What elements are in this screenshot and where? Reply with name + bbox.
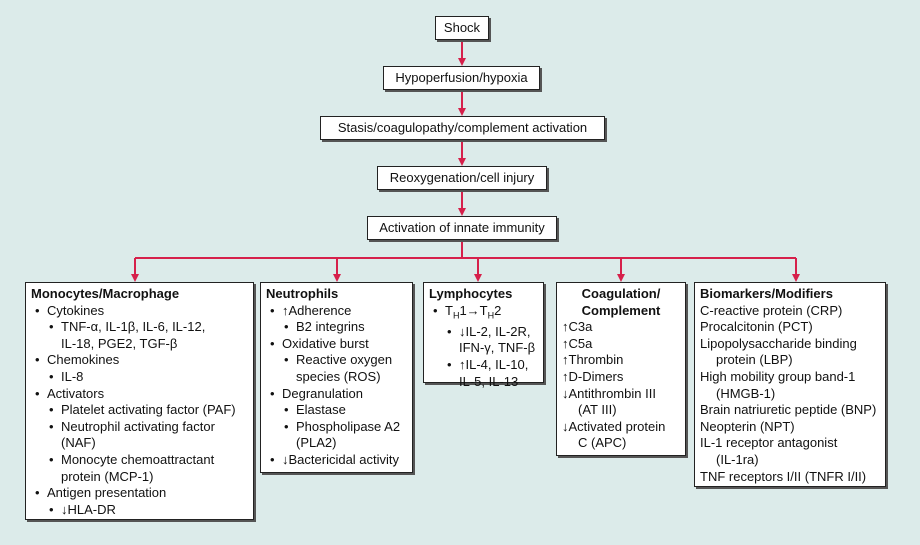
antigen-item: Antigen presentation <box>31 485 248 502</box>
mcp-item-2: protein (MCP-1) <box>61 468 154 484</box>
apc-item-1: ↓Activated protein <box>562 418 666 434</box>
hypoperfusion-box: Hypoperfusion/hypoxia <box>383 66 540 90</box>
oxidative-item: Oxidative burst <box>266 336 407 353</box>
cytokine-list-1: TNF-α, IL-1β, IL-6, IL-12, <box>31 319 248 336</box>
naf-item-1: Neutrophil activating factor <box>31 419 248 436</box>
b2-integrins-item: B2 integrins <box>266 319 407 336</box>
shock-box: Shock <box>435 16 489 40</box>
bnp-item: Brain natriuretic peptide (BNP) <box>700 402 877 418</box>
lymphocytes-box: Lymphocytes TH1→TH2 ↓IL-2, IL-2R, IFN-γ,… <box>423 282 544 389</box>
at3-item-2: (AT III) <box>578 402 617 418</box>
tnfr-item: TNF receptors I/II (TNFR I/II) <box>700 468 867 484</box>
biomarkers-box: Biomarkers/Modifiers C-reactive protein … <box>694 282 886 487</box>
cytokines-item: Cytokines <box>31 303 248 320</box>
apc-item-2: C (APC) <box>578 435 627 451</box>
paf-item: Platelet activating factor (PAF) <box>31 402 248 419</box>
lbp-item-2: protein (LBP) <box>716 352 793 368</box>
crp-item: C-reactive protein (CRP) <box>700 302 843 318</box>
bactericidal-item: ↓Bactericidal activity <box>266 452 407 469</box>
c3a-item: ↑C3a <box>562 319 593 335</box>
coagulation-title-1: Coagulation/ <box>581 286 661 301</box>
lymphocytes-title: Lymphocytes <box>429 286 513 301</box>
pla2-item-1: Phospholipase A2 <box>266 419 407 436</box>
mcp-item-1: Monocyte chemoattractant <box>31 452 248 469</box>
il1ra-item-2: (IL-1ra) <box>716 451 759 467</box>
th-shift-item: TH1→TH2 <box>429 303 538 324</box>
biomarkers-title: Biomarkers/Modifiers <box>700 286 833 301</box>
c5a-item: ↑C5a <box>562 335 593 351</box>
up-cytokines-1: ↑IL-4, IL-10, <box>429 357 538 374</box>
ddimer-item: ↑D-Dimers <box>562 368 624 384</box>
shock-label: Shock <box>443 20 481 35</box>
neutrophils-title: Neutrophils <box>266 286 339 301</box>
naf-item-2: (NAF) <box>61 435 96 451</box>
cytokine-list-2: IL-18, PGE2, TGF-β <box>61 335 178 351</box>
pct-item: Procalcitonin (PCT) <box>700 319 813 335</box>
down-cytokines-1: ↓IL-2, IL-2R, <box>429 324 538 341</box>
adherence-item: ↑Adherence <box>266 303 407 320</box>
hypoperfusion-label: Hypoperfusion/hypoxia <box>395 70 528 85</box>
coagulation-title-2: Complement <box>581 302 661 318</box>
neutrophils-box: Neutrophils ↑Adherence B2 integrins Oxid… <box>260 282 413 473</box>
innate-immunity-box: Activation of innate immunity <box>367 216 557 240</box>
lbp-item-1: Lipopolysaccharide binding <box>700 335 857 351</box>
ros-item-1: Reactive oxygen <box>266 352 407 369</box>
stasis-label: Stasis/coagulopathy/complement activatio… <box>337 120 588 135</box>
down-cytokines-2: IFN-γ, TNF-β <box>459 340 536 356</box>
degranulation-item: Degranulation <box>266 386 407 403</box>
hla-item: ↓HLA-DR <box>31 502 248 519</box>
pla2-item-2: (PLA2) <box>296 435 337 451</box>
chemokines-item: Chemokines <box>31 352 248 369</box>
il1ra-item-1: IL-1 receptor antagonist <box>700 435 838 451</box>
monocytes-box: Monocytes/Macrophage Cytokines TNF-α, IL… <box>25 282 254 520</box>
reoxygenation-box: Reoxygenation/cell injury <box>377 166 547 190</box>
monocytes-title: Monocytes/Macrophage <box>31 286 180 301</box>
activators-item: Activators <box>31 386 248 403</box>
npt-item: Neopterin (NPT) <box>700 418 795 434</box>
elastase-item: Elastase <box>266 402 407 419</box>
at3-item-1: ↓Antithrombin III <box>562 385 656 401</box>
innate-immunity-label: Activation of innate immunity <box>379 220 545 235</box>
hmgb-item-2: (HMGB-1) <box>716 385 776 401</box>
coagulation-box: Coagulation/ Complement ↑C3a ↑C5a ↑Throm… <box>556 282 686 456</box>
stasis-box: Stasis/coagulopathy/complement activatio… <box>320 116 605 140</box>
up-cytokines-2: IL-5, IL-13 <box>459 373 519 389</box>
il8-item: IL-8 <box>31 369 248 386</box>
thrombin-item: ↑Thrombin <box>562 352 624 368</box>
hmgb-item-1: High mobility group band-1 <box>700 368 856 384</box>
ros-item-2: species (ROS) <box>296 368 381 384</box>
reoxygenation-label: Reoxygenation/cell injury <box>389 170 535 185</box>
